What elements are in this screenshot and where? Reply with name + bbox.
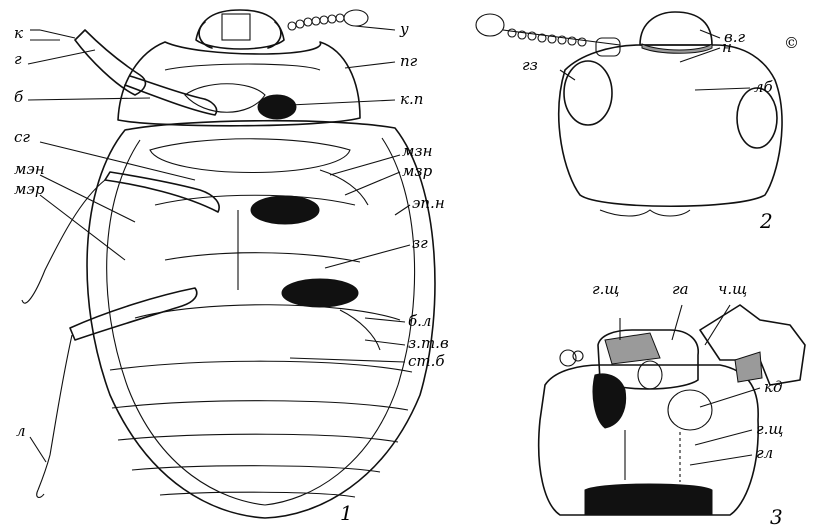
label-kd: кд <box>764 378 782 396</box>
label-gz: гз <box>522 56 538 74</box>
figure-3-number: 3 <box>770 505 783 529</box>
figure-2-number: 2 <box>759 209 773 233</box>
label-g: г <box>14 50 22 68</box>
label-mzn: мзн <box>402 142 433 160</box>
label-ch-shch: ч.щ <box>718 280 747 298</box>
label-zg: зг <box>412 234 428 252</box>
label-k: к <box>14 24 23 42</box>
label-mer: мэр <box>14 180 45 198</box>
label-lb: лб <box>754 78 774 96</box>
label-k-p: к.п <box>400 90 423 108</box>
fig2-corner-symbol: © <box>784 34 799 52</box>
label-ga: га <box>672 280 689 298</box>
label-pg: пг <box>400 52 418 70</box>
figure-1-beetle-ventral <box>22 10 435 518</box>
label-u: у <box>399 20 409 38</box>
label-gl: гл <box>756 444 773 462</box>
label-ep-n: эп.н <box>412 194 445 212</box>
label-n: н <box>722 38 732 56</box>
labels: к г б у пг к.п сг мэн мэр мзн мзр эп.н з… <box>14 20 799 529</box>
leader-lines <box>28 26 760 465</box>
figure-3-head-ventral <box>539 305 805 515</box>
label-g-shch-bottom: г.щ <box>756 420 783 438</box>
label-z-t-v: з.т.в <box>408 334 449 352</box>
label-b-l: б.л <box>408 312 431 330</box>
label-mzr: мзр <box>402 162 433 180</box>
label-men: мэн <box>14 160 45 178</box>
antenna-right <box>288 10 368 30</box>
label-sg: сг <box>14 128 30 146</box>
label-l: л <box>16 422 26 440</box>
label-g-shch-top: г.щ <box>592 280 619 298</box>
label-st-b: ст.б <box>408 352 445 370</box>
label-b: б <box>14 88 24 106</box>
figure-1-number: 1 <box>340 501 353 525</box>
